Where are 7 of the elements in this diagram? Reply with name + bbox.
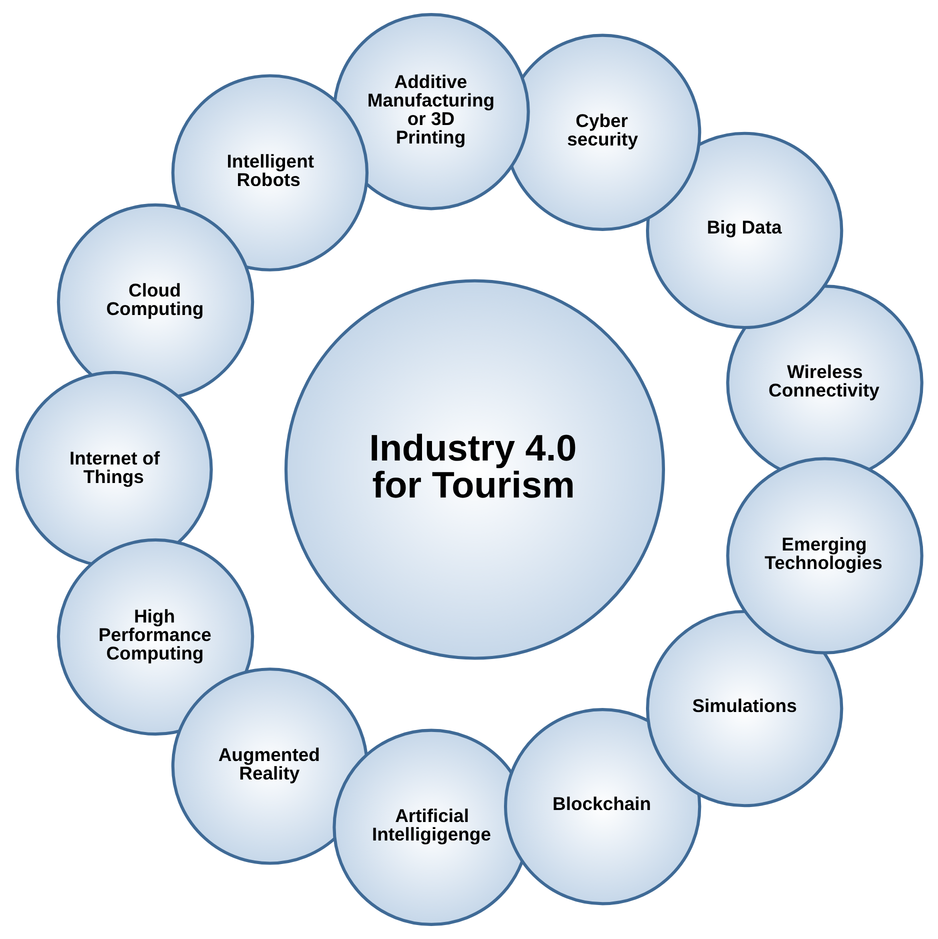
node-circle: Industry 4.0 for Tourism	[284, 279, 664, 660]
node-circle: Intelligent Robots	[170, 74, 368, 272]
node-circle: Additive Manufacturing or 3D Printing	[332, 13, 530, 210]
node-circle: Big Data	[645, 132, 843, 330]
node-circle: Augmented Reality	[170, 668, 368, 865]
node-circle: Emerging Technologies	[726, 457, 923, 654]
node-circle: High Performance Computing	[56, 538, 254, 736]
